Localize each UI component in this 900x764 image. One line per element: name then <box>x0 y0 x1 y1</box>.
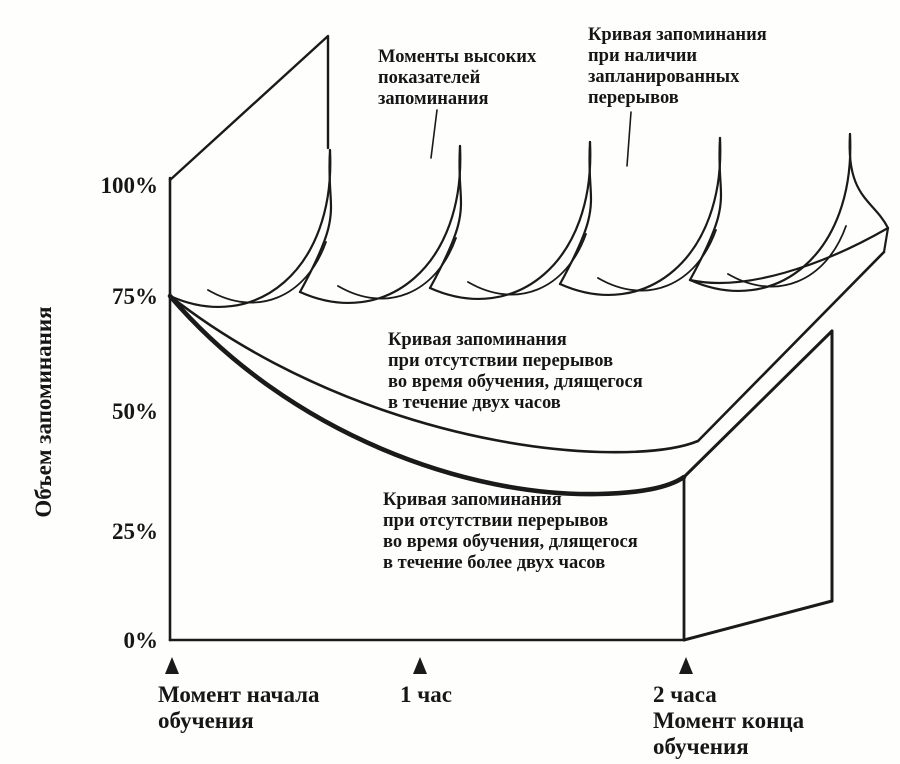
bottom-right-box <box>682 329 834 642</box>
box-bottom-edge <box>682 599 834 642</box>
leader-line-with-breaks <box>626 111 632 167</box>
wave-rise-4 <box>558 136 722 296</box>
x-label-one-hour: 1 час <box>400 682 452 707</box>
axis-marker-two-hours <box>679 657 693 674</box>
wave-surface-with-breaks <box>168 132 890 308</box>
inner-curl-3 <box>467 233 587 296</box>
wave-fall-2 <box>428 144 463 290</box>
y-tick-0: 0% <box>123 628 159 653</box>
y-axis-title: Объем запоминания <box>31 306 56 518</box>
wave-fall-1 <box>298 148 333 294</box>
annotation-high-recall-peaks: Моменты высоких показателей запоминания <box>378 47 537 109</box>
leader-line-peaks <box>430 109 438 159</box>
curve-no-breaks-more-two-hours <box>167 293 687 497</box>
y-tick-25: 25% <box>112 519 158 544</box>
annotation-curve-no-breaks-more-2h: Кривая запоминания при отсутствии переры… <box>383 490 638 573</box>
left-wall-edges <box>168 34 330 182</box>
inner-curl-2 <box>337 237 457 300</box>
x-label-start: Момент начала обучения <box>158 682 320 733</box>
inner-curl-5 <box>727 225 847 288</box>
wave-inner-curls <box>207 225 847 304</box>
inner-curl-1 <box>207 241 327 304</box>
x-label-two-hours-end: 2 часа Момент конца обучения <box>653 682 805 759</box>
annotation-curve-no-breaks-2h: Кривая запоминания при отсутствии переры… <box>388 330 643 413</box>
y-tick-100: 100% <box>100 173 159 198</box>
wave-rise-5 <box>688 132 852 292</box>
curve-no-breaks-two-hours <box>168 294 700 454</box>
wave-rise-3 <box>428 140 592 300</box>
two-hours-depth-edge <box>696 250 886 443</box>
inner-curl-4 <box>597 229 717 292</box>
wave-rise-1 <box>168 148 332 308</box>
y-tick-50: 50% <box>112 399 158 424</box>
wave-fall-3 <box>558 140 593 286</box>
box-top-edge <box>682 329 834 479</box>
axis-marker-start <box>165 657 179 674</box>
wave-bottom-right-edge <box>688 226 890 284</box>
axis-marker-one-hour <box>413 657 427 674</box>
wave-fall-4 <box>688 136 723 282</box>
wave-fall-5 <box>848 132 890 230</box>
y-tick-75: 75% <box>112 284 158 309</box>
two-hours-right-link <box>882 226 890 254</box>
wave-rise-2 <box>298 144 462 304</box>
annotation-curve-with-breaks: Кривая запоминания при наличии запланиро… <box>588 25 767 108</box>
